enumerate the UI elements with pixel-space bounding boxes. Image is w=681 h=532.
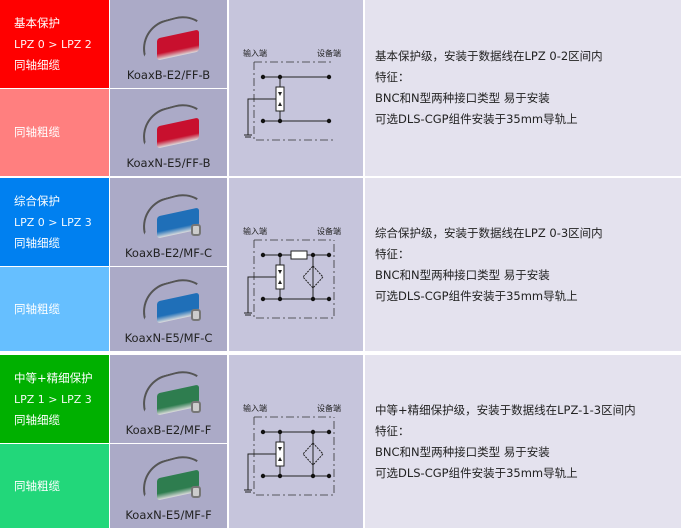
input-label: 输入端	[243, 403, 267, 413]
surge-protector-image	[129, 9, 212, 64]
description-line: BNC和N型两种接口类型 易于安装	[375, 91, 550, 105]
category-title: 综合保护	[14, 193, 60, 208]
surge-protector-image	[129, 364, 212, 419]
cable-type: 同轴细缆	[14, 412, 60, 427]
cable-type: 同轴粗缆	[14, 125, 60, 139]
category-cell: 综合保护 LPZ 0 > LPZ 3 同轴细缆	[0, 178, 109, 266]
model-name: KoaxB-E2/MF-F	[125, 423, 212, 437]
input-label: 输入端	[243, 226, 267, 236]
product-cell: KoaxB-E2/MF-C	[110, 178, 227, 266]
surge-protector-image	[129, 97, 212, 152]
description-line: 可选DLS-CGP组件安装于35mm导轨上	[375, 288, 578, 303]
lpz-range: LPZ 1 > LPZ 3	[14, 392, 92, 406]
category-cell: 中等+精细保护 LPZ 1 > LPZ 3 同轴细缆	[0, 355, 109, 443]
circuit-diagram: 输入端 设备端	[229, 355, 363, 528]
protection-group: 基本保护 LPZ 0 > LPZ 2 同轴细缆 同轴粗缆 KoaxB-E2/FF…	[0, 0, 681, 176]
model-name: KoaxB-E2/MF-C	[124, 246, 213, 260]
description-line: 特征：	[375, 70, 410, 84]
protection-group: 中等+精细保护 LPZ 1 > LPZ 3 同轴细缆 同轴粗缆 KoaxB-E2…	[0, 355, 681, 528]
product-cell: KoaxB-E2/MF-F	[110, 355, 227, 443]
description-line: 可选DLS-CGP组件安装于35mm导轨上	[375, 112, 578, 126]
model-name: KoaxB-E2/FF-B	[126, 68, 211, 82]
lpz-range: LPZ 0 > LPZ 3	[14, 215, 92, 229]
output-label: 设备端	[317, 403, 341, 413]
description-line: BNC和N型两种接口类型 易于安装	[375, 267, 550, 282]
circuit-diagram: 输入端 设备端	[229, 0, 363, 176]
sub-category-cell: 同轴粗缆	[0, 444, 109, 528]
cable-type: 同轴细缆	[14, 235, 60, 250]
description-line: 基本保护级，安装于数据线在LPZ 0-2区间内	[375, 49, 603, 63]
description-line: 特征：	[375, 246, 410, 261]
input-label: 输入端	[243, 48, 267, 58]
sub-category-cell: 同轴粗缆	[0, 267, 109, 351]
surge-protector-image	[129, 272, 212, 327]
category-title: 中等+精细保护	[14, 370, 93, 385]
description-line: 综合保护级，安装于数据线在LPZ 0-3区间内	[375, 225, 603, 240]
model-name: KoaxN-E5/MF-F	[125, 508, 212, 522]
description-line: 可选DLS-CGP组件安装于35mm导轨上	[375, 465, 578, 480]
product-cell: KoaxB-E2/FF-B	[110, 0, 227, 88]
product-cell: KoaxN-E5/MF-F	[110, 444, 227, 528]
category-cell: 基本保护 LPZ 0 > LPZ 2 同轴细缆	[0, 0, 109, 88]
circuit-diagram: 输入端 设备端	[229, 178, 363, 351]
category-title: 基本保护	[14, 15, 60, 30]
cable-type: 同轴粗缆	[14, 301, 60, 316]
description-cell: 综合保护级，安装于数据线在LPZ 0-3区间内特征： BNC和N型两种接口类型 易…	[365, 178, 681, 351]
product-cell: KoaxN-E5/MF-C	[110, 267, 227, 351]
output-label: 设备端	[317, 226, 341, 236]
model-name: KoaxN-E5/MF-C	[124, 331, 213, 345]
surge-protector-image	[129, 187, 212, 242]
lpz-range: LPZ 0 > LPZ 2	[14, 37, 92, 51]
protection-group: 综合保护 LPZ 0 > LPZ 3 同轴细缆 同轴粗缆 KoaxB-E2/MF…	[0, 178, 681, 351]
surge-protector-image	[129, 449, 212, 504]
description-line: 中等+精细保护级，安装于数据线在LPZ-1-3区间内	[375, 402, 636, 417]
description-cell: 中等+精细保护级，安装于数据线在LPZ-1-3区间内特征： BNC和N型两种接口类…	[365, 355, 681, 528]
output-label: 设备端	[317, 48, 341, 58]
product-cell: KoaxN-E5/FF-B	[110, 89, 227, 176]
cable-type: 同轴细缆	[14, 57, 60, 72]
cable-type: 同轴粗缆	[14, 478, 60, 493]
description-cell: 基本保护级，安装于数据线在LPZ 0-2区间内特征： BNC和N型两种接口类型 易…	[365, 0, 681, 176]
sub-category-cell: 同轴粗缆	[0, 89, 109, 176]
description-line: BNC和N型两种接口类型 易于安装	[375, 444, 550, 459]
model-name: KoaxN-E5/FF-B	[126, 156, 211, 170]
description-line: 特征：	[375, 423, 410, 438]
